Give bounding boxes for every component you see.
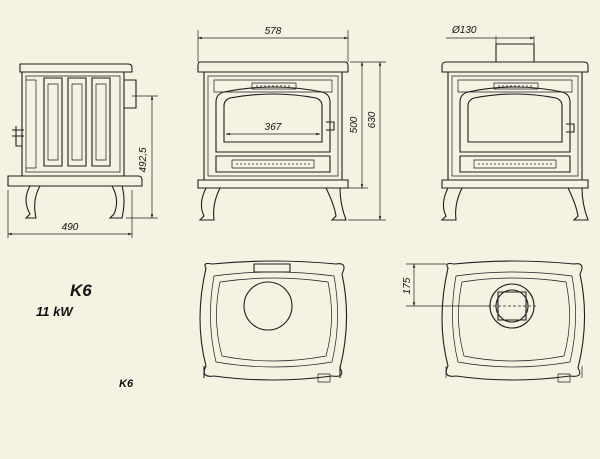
flue-diameter-label: Ø130 [451, 25, 477, 36]
front-width-label: 578 [265, 26, 282, 37]
model-title: K6 [70, 281, 92, 300]
total-height-label: 630 [367, 111, 378, 128]
front-view: 367 578 500 630 [197, 26, 386, 221]
side-height-label: 492,5 [138, 147, 149, 172]
power-rating: 11 kW [36, 304, 74, 319]
front-height-label: 500 [349, 116, 360, 133]
top-view-left [199, 260, 348, 383]
offset-label: 175 [402, 277, 413, 294]
rear-view: Ø130 [440, 25, 589, 221]
window-width-label: 367 [265, 122, 282, 133]
top-view-right: 175 [402, 260, 586, 383]
side-view: 492,5 490 [7, 63, 158, 238]
side-depth-label: 490 [62, 222, 79, 233]
model-caption: K6 [119, 378, 134, 390]
